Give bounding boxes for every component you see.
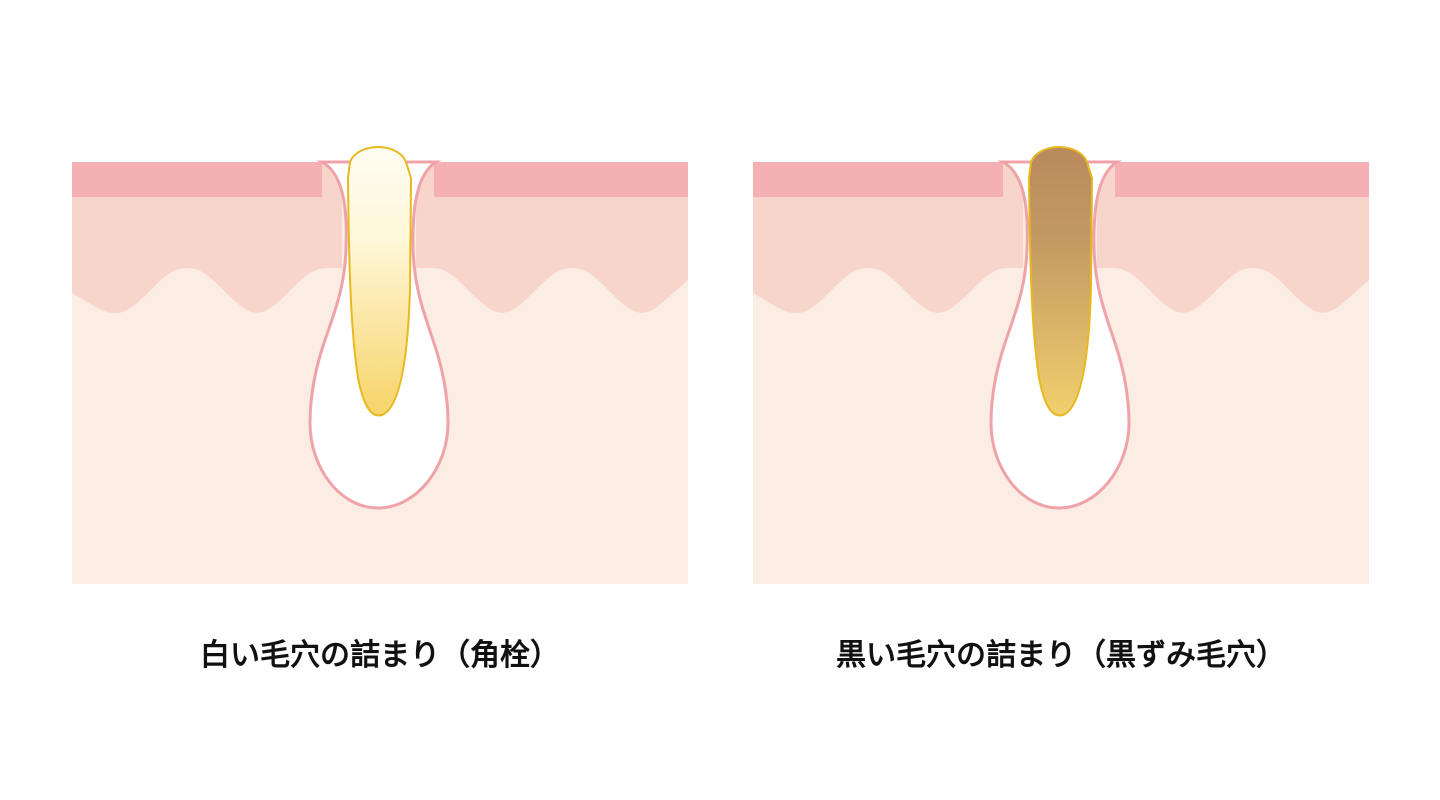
- blackhead-plug: [1027, 146, 1094, 417]
- diagram-black-clogged-pore: [753, 138, 1369, 584]
- sebum-plug: [346, 146, 413, 417]
- stratum-corneum-right: [434, 162, 688, 197]
- diagram-white-clogged-pore: [72, 138, 688, 584]
- epidermis-layer: [753, 162, 1369, 314]
- stratum-corneum-right: [1115, 162, 1369, 197]
- stratum-corneum-left: [72, 162, 322, 197]
- stratum-corneum-left: [753, 162, 1003, 197]
- caption-black-clogged-pore: 黒い毛穴の詰まり（黒ずみ毛穴）: [836, 638, 1286, 673]
- caption-white-clogged-pore: 白い毛穴の詰まり（角栓）: [200, 638, 560, 673]
- epidermis-layer: [72, 162, 688, 314]
